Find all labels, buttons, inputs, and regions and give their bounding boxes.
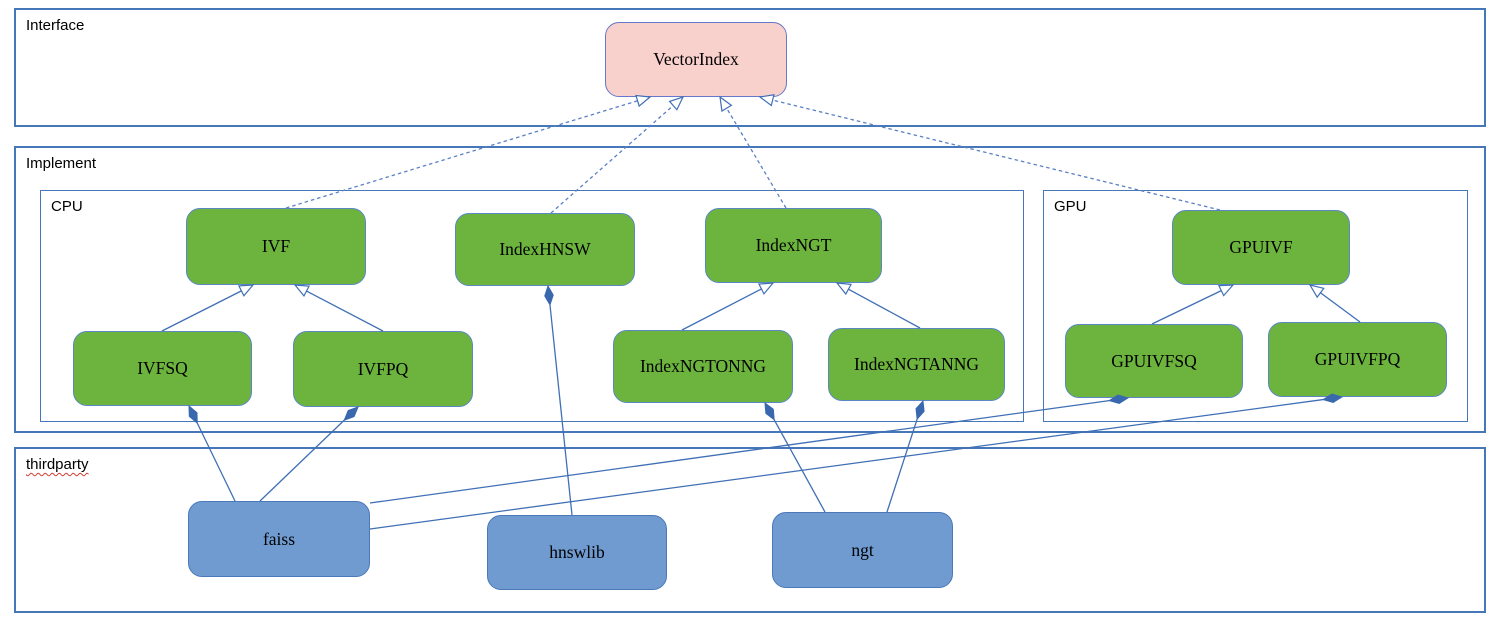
node-label: IndexNGT — [755, 235, 832, 255]
container-interface-label: Interface — [26, 17, 85, 34]
node-indexngtonng[interactable]: IndexNGTONNG — [613, 330, 793, 403]
node-label: GPUIVFPQ — [1314, 349, 1401, 369]
node-label: ngt — [851, 539, 874, 560]
node-ivfsq[interactable]: IVFSQ — [73, 331, 252, 406]
node-label: hnswlib — [549, 542, 605, 562]
node-label: IndexNGTONNG — [639, 356, 767, 376]
node-label: faiss — [262, 528, 296, 549]
node-vectorindex[interactable]: VectorIndex — [605, 22, 787, 97]
node-label: IndexNGTANNG — [854, 354, 979, 374]
node-label: IVFSQ — [137, 358, 188, 378]
container-cpu-label: CPU — [51, 198, 83, 215]
node-faiss[interactable]: faiss — [188, 501, 370, 577]
node-gpuivfsq[interactable]: GPUIVFSQ — [1065, 324, 1243, 398]
node-label: GPUIVFSQ — [1111, 350, 1197, 371]
node-ivf[interactable]: IVF — [186, 208, 366, 285]
node-hnswlib[interactable]: hnswlib — [487, 515, 667, 590]
node-ivfpq[interactable]: IVFPQ — [293, 331, 473, 407]
node-label: VectorIndex — [653, 49, 739, 69]
node-label: GPUIVF — [1229, 237, 1293, 257]
node-label: IndexHNSW — [499, 239, 591, 259]
node-label: IVFPQ — [357, 358, 409, 379]
node-indexhnsw[interactable]: IndexHNSW — [455, 213, 635, 286]
node-gpuivfpq[interactable]: GPUIVFPQ — [1268, 322, 1447, 397]
node-indexngt[interactable]: IndexNGT — [705, 208, 882, 283]
node-indexngtanng[interactable]: IndexNGTANNG — [828, 328, 1005, 401]
node-ngt[interactable]: ngt — [772, 512, 953, 588]
container-gpu-label: GPU — [1054, 198, 1087, 215]
node-gpuivf[interactable]: GPUIVF — [1172, 210, 1350, 285]
container-thirdparty-label: thirdparty — [26, 456, 89, 473]
node-label: IVF — [261, 236, 291, 256]
container-implement-label: Implement — [26, 155, 97, 172]
